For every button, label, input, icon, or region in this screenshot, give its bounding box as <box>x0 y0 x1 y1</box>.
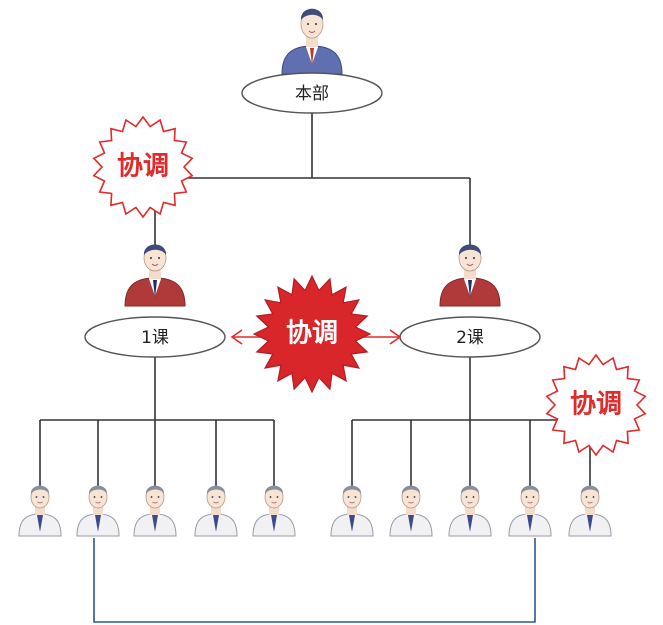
staff-member <box>19 486 61 536</box>
coordination-burst-top-left: 协调 <box>94 117 192 217</box>
coordination-burst-right: 协调 <box>547 355 645 455</box>
staff-member <box>449 486 491 536</box>
section1-label: 1课 <box>141 328 169 348</box>
staff-member <box>390 486 432 536</box>
staff-member <box>77 486 119 536</box>
coordination-label-top-left: 协调 <box>117 152 169 182</box>
staff-member <box>509 486 551 536</box>
section2-node: 2课 <box>400 245 540 358</box>
headquarters-person <box>282 9 342 74</box>
staff-member <box>331 486 373 536</box>
section1-node: 1课 <box>85 245 225 358</box>
headquarters-node: 本部 <box>242 9 382 113</box>
coordination-label-right: 协调 <box>570 390 622 420</box>
coordination-burst-center: 协调 <box>254 276 370 392</box>
headquarters-label: 本部 <box>295 84 329 104</box>
team2-staff <box>331 486 611 536</box>
staff-member <box>569 486 611 536</box>
cross-section-link <box>94 538 535 622</box>
staff-member <box>195 486 237 536</box>
coordination-label-center: 协调 <box>286 319 338 349</box>
section2-manager <box>440 245 500 307</box>
team1-staff <box>19 486 295 536</box>
staff-member <box>253 486 295 536</box>
section1-manager <box>125 245 185 307</box>
staff-member <box>134 486 176 536</box>
section2-label: 2课 <box>456 328 484 348</box>
